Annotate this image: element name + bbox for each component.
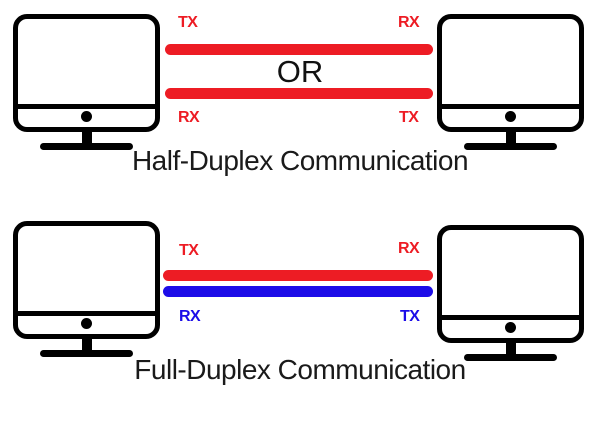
monitor-stand-neck — [81, 339, 92, 350]
monitor-divider — [18, 104, 155, 109]
computer-icon — [437, 225, 584, 361]
tx-label: TX — [178, 14, 198, 31]
monitor-stand-neck — [505, 132, 516, 143]
full-duplex-caption: Full-Duplex Communication — [134, 354, 466, 385]
monitor-screen — [13, 221, 160, 339]
rx-label: RX — [398, 14, 420, 31]
monitor-stand-base — [464, 354, 557, 361]
tx-label: TX — [179, 242, 199, 259]
monitor-camera-dot — [505, 111, 516, 122]
monitor-camera-dot — [81, 111, 92, 122]
monitor-screen — [437, 14, 584, 132]
monitor-screen — [437, 225, 584, 343]
monitor-stand-neck — [81, 132, 92, 143]
monitor-divider — [18, 311, 155, 316]
tx-label: TX — [399, 109, 419, 126]
monitor-screen — [13, 14, 160, 132]
channel-bar — [163, 286, 433, 297]
computer-icon — [13, 221, 160, 357]
monitor-camera-dot — [81, 318, 92, 329]
rx-label: RX — [178, 109, 200, 126]
monitor-stand-base — [40, 350, 133, 357]
monitor-camera-dot — [505, 322, 516, 333]
monitor-stand-neck — [505, 343, 516, 354]
rx-label: RX — [179, 308, 201, 325]
channel-bar — [165, 44, 433, 55]
monitor-divider — [442, 104, 579, 109]
monitor-divider — [442, 315, 579, 320]
tx-label: TX — [400, 308, 420, 325]
channel-bar — [163, 270, 433, 281]
monitor-stand-base — [464, 143, 557, 150]
computer-icon — [437, 14, 584, 150]
or-label: OR — [276, 54, 324, 89]
channel-bar — [165, 88, 433, 99]
rx-label: RX — [398, 240, 420, 257]
computer-icon — [13, 14, 160, 150]
half-duplex-caption: Half-Duplex Communication — [131, 145, 469, 176]
monitor-stand-base — [40, 143, 133, 150]
